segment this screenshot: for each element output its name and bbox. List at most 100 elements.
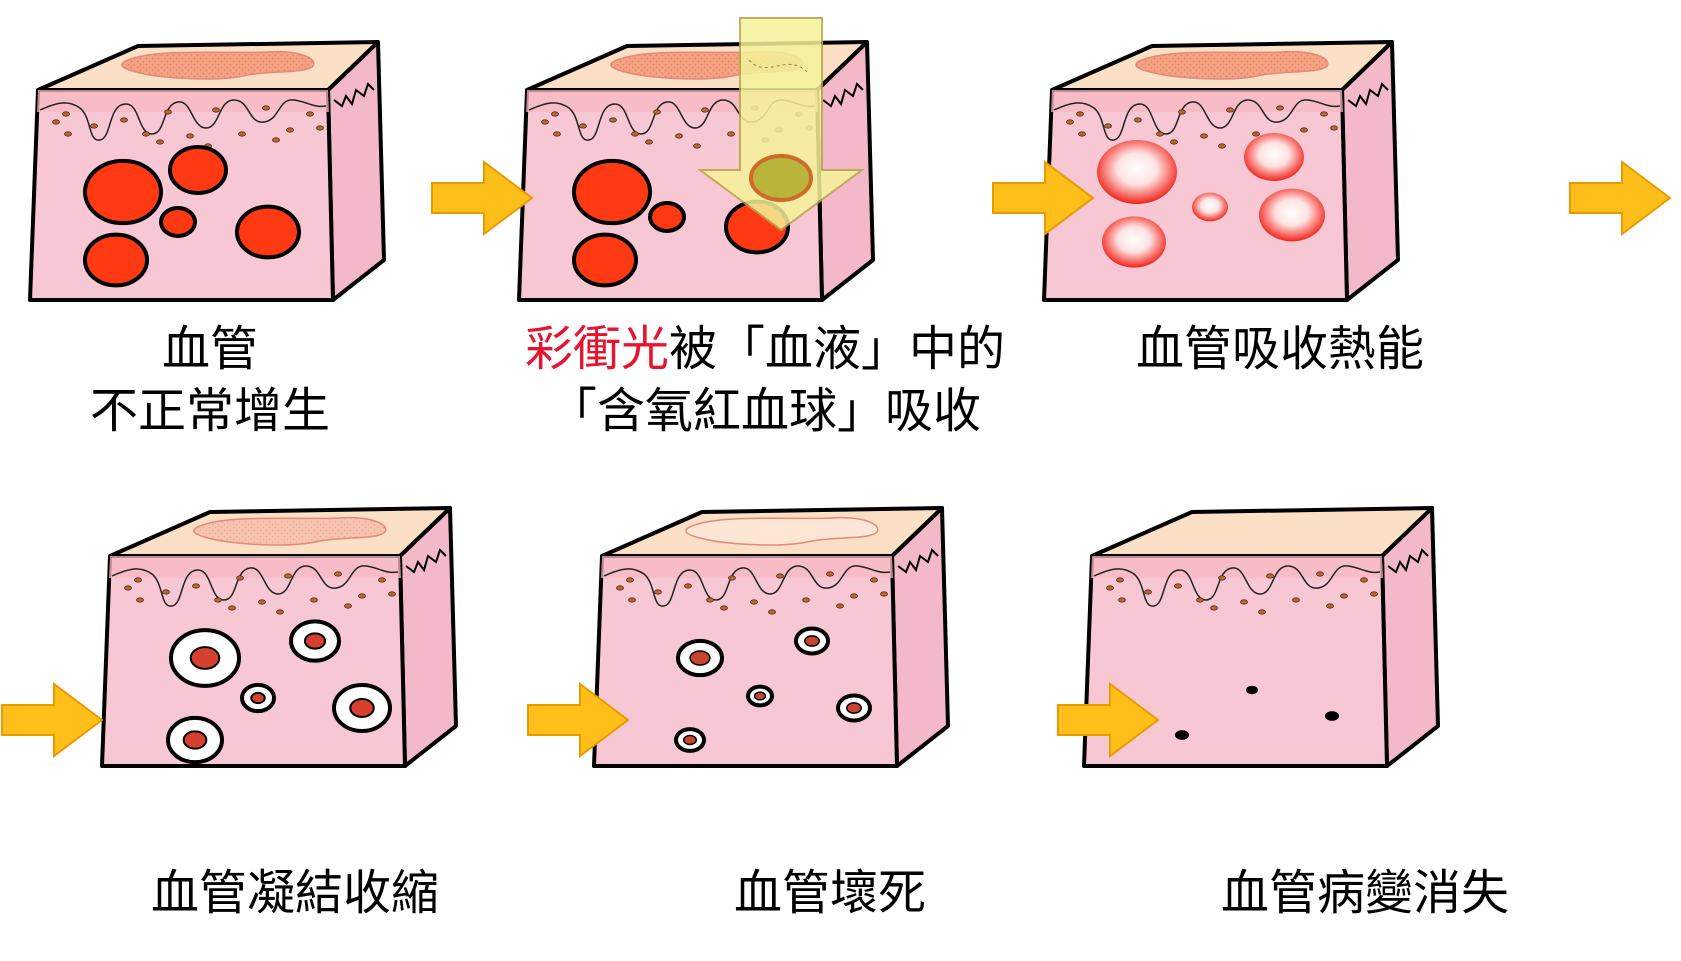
- heated-blood-vessel: [1097, 140, 1177, 204]
- pigment-dot: [675, 133, 683, 139]
- right-arrow-icon: [1569, 160, 1672, 236]
- pigment-dot: [214, 597, 222, 603]
- epidermis-band: [37, 90, 329, 112]
- pigment-dot: [1240, 599, 1248, 605]
- pigment-dot: [645, 139, 653, 145]
- pigment-dot: [276, 609, 284, 615]
- pigment-dot: [52, 119, 60, 125]
- step-6-caption-line1: 血管病變消失: [1220, 865, 1509, 921]
- pigment-dot: [1316, 571, 1324, 577]
- pigment-dot: [310, 597, 318, 603]
- step-5-caption-line1: 血管壞死: [733, 865, 926, 921]
- pigment-dot: [609, 117, 617, 123]
- epidermis-band: [1091, 556, 1383, 578]
- pigment-dot: [720, 605, 728, 611]
- down-arrow-light-beam-icon: [696, 17, 866, 232]
- pigment-dot: [631, 131, 639, 137]
- coagulated-core: [349, 698, 375, 718]
- pigment-dot: [1266, 573, 1274, 579]
- pigment-dot: [358, 593, 366, 599]
- blood-vessel: [159, 206, 197, 238]
- pigment-dot: [1340, 593, 1348, 599]
- epidermis-band: [601, 556, 893, 578]
- block-side-detail: [333, 82, 375, 108]
- block-top-face: [1090, 506, 1434, 558]
- pigment-dot: [1360, 577, 1368, 583]
- block-side-detail: [897, 548, 939, 574]
- pigment-dot: [1066, 119, 1074, 125]
- blood-vessel: [168, 145, 228, 195]
- block-side-detail: [1387, 548, 1429, 574]
- pigment-dot: [286, 127, 294, 133]
- pigment-patch: [193, 516, 387, 546]
- pigment-dot: [653, 109, 661, 115]
- pigment-dot: [727, 131, 735, 137]
- blood-vessel: [83, 158, 163, 226]
- pigment-dot: [541, 119, 549, 125]
- pigment-dot: [192, 583, 200, 589]
- pigment-dot: [134, 577, 142, 583]
- pigment-dot: [236, 575, 244, 581]
- pigment-dot: [334, 571, 342, 577]
- pigment-dot: [551, 111, 559, 117]
- blood-vessel: [572, 158, 652, 226]
- step-2-caption-line2: 「含氧紅血球」吸收: [548, 383, 981, 439]
- block-side-detail: [1347, 82, 1389, 108]
- right-arrow-icon: [431, 160, 534, 236]
- skin-block-3: [1042, 40, 1400, 302]
- pigment-dot: [1258, 609, 1266, 615]
- pigment-dot: [768, 609, 776, 615]
- right-arrow-icon: [1, 682, 104, 758]
- pigment-dot: [1210, 605, 1218, 611]
- pigment-dot: [388, 591, 396, 597]
- necrotic-core: [804, 635, 820, 647]
- pigment-dot: [826, 571, 834, 577]
- pigment-dot: [212, 107, 220, 113]
- step-3-caption-line1: 血管吸收熱能: [1135, 321, 1424, 377]
- pigment-dot: [90, 123, 98, 129]
- pigment-dot: [728, 575, 736, 581]
- process-arrows: [1, 160, 1672, 758]
- pigment-dot: [750, 599, 758, 605]
- pigment-dot: [1178, 109, 1186, 115]
- pigment-dot: [284, 573, 292, 579]
- pigment-dot: [701, 107, 709, 113]
- pigment-dot: [262, 105, 270, 111]
- pigment-dot: [258, 599, 266, 605]
- pigment-dot: [802, 597, 810, 603]
- pigment-dot: [186, 133, 194, 139]
- block-side-detail: [405, 548, 447, 574]
- pigment-dot: [238, 131, 246, 137]
- pigment-dot: [1134, 117, 1142, 123]
- vessel-remnant: [1325, 711, 1339, 721]
- pigment-dot: [136, 597, 144, 603]
- pigment-dot: [1300, 127, 1308, 133]
- necrotic-core: [689, 650, 711, 666]
- beam-scatter-line: [748, 59, 808, 73]
- vessel-remnant: [1175, 730, 1189, 740]
- skin-block-5: [592, 506, 950, 768]
- dermal-papillae-line: [111, 565, 399, 607]
- pigment-dot: [306, 111, 314, 117]
- block-front-face: [100, 554, 407, 768]
- skin-block-4: [100, 506, 458, 768]
- step-3-caption: 血管吸收熱能: [1110, 318, 1450, 380]
- block-front-face: [592, 554, 899, 768]
- pigment-dot: [1104, 123, 1112, 129]
- pigment-dot: [1170, 139, 1178, 145]
- light-beam: [696, 17, 866, 232]
- pigment-patch: [685, 516, 879, 546]
- right-arrow-icon: [992, 160, 1095, 236]
- pigment-dot: [164, 109, 172, 115]
- blood-vessel: [648, 201, 686, 233]
- pigment-dot: [1252, 131, 1260, 137]
- dermal-papillae-line: [1053, 99, 1341, 141]
- pigment-dot: [162, 589, 170, 595]
- pigment-dot: [1218, 143, 1226, 149]
- pigment-dot: [228, 605, 236, 611]
- pigment-dot: [880, 591, 888, 597]
- step-4-caption: 血管凝結收縮: [110, 862, 480, 924]
- pigment-dot: [553, 131, 561, 137]
- pigment-dot: [64, 131, 72, 137]
